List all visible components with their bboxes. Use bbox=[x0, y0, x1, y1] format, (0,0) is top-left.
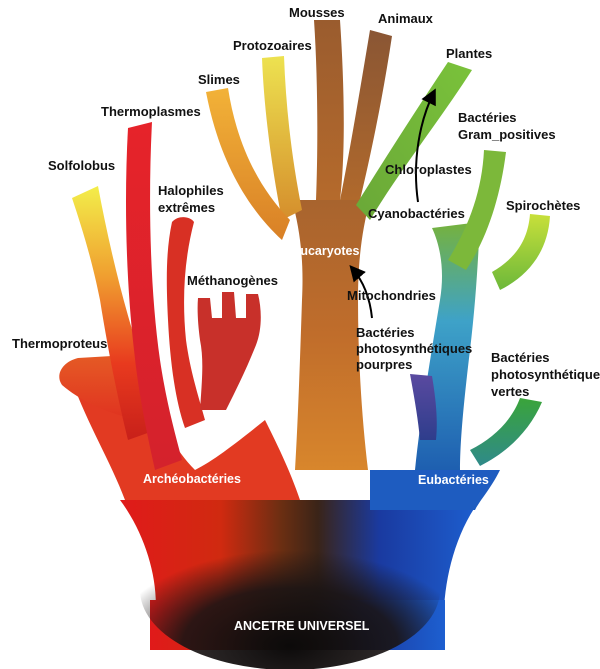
label-urcaryotes: Urcaryotes bbox=[297, 473, 363, 487]
label-methanogenes: Méthanogènes bbox=[187, 273, 279, 288]
label-animaux: Animaux bbox=[378, 11, 433, 26]
label-ancetre-universel: ANCETRE UNIVERSEL bbox=[234, 619, 370, 633]
label-eucaryotes: Eucaryotes bbox=[292, 244, 360, 258]
label-bact-vertes-2: photosynthétiques bbox=[491, 367, 600, 382]
branch-animaux bbox=[340, 30, 392, 200]
branch-vertes bbox=[470, 398, 542, 466]
label-plantes: Plantes bbox=[446, 46, 493, 61]
label-mousses: Mousses bbox=[289, 5, 345, 20]
eubacteria-lower bbox=[370, 470, 500, 510]
label-slimes: Slimes bbox=[198, 72, 240, 87]
branch-gram-positives bbox=[448, 150, 506, 270]
branch-halophiles bbox=[166, 217, 205, 428]
root-shadow bbox=[140, 510, 440, 669]
label-bact-vertes-3: vertes bbox=[491, 384, 530, 399]
branch-pourpres bbox=[410, 374, 437, 440]
branch-methanogenes bbox=[197, 292, 261, 410]
label-protozoaires: Protozoaires bbox=[233, 38, 312, 53]
label-bact-pourpres-3: pourpres bbox=[356, 357, 413, 372]
label-bact-pourpres-2: photosynthétiques bbox=[356, 341, 473, 356]
branch-slimes bbox=[206, 88, 290, 240]
branch-solfolobus bbox=[72, 186, 156, 440]
branch-protozoaires bbox=[262, 56, 302, 220]
label-archeobacteries: Archéobactéries bbox=[143, 472, 241, 486]
label-thermoplasmes: Thermoplasmes bbox=[101, 104, 201, 119]
label-eubacteries: Eubactéries bbox=[418, 473, 489, 487]
label-bact-vertes-1: Bactéries bbox=[491, 350, 550, 365]
label-spirochetes: Spirochètes bbox=[506, 198, 581, 213]
label-bact-pourpres-1: Bactéries bbox=[356, 325, 415, 340]
arrow-mitochondries bbox=[349, 264, 373, 319]
label-bacteries-gram-1: Bactéries bbox=[458, 110, 517, 125]
label-cyanobacteries: Cyanobactéries bbox=[368, 206, 465, 221]
label-bacteries-gram-2: Gram_positives bbox=[458, 127, 556, 142]
branch-thermoplasmes bbox=[126, 122, 182, 470]
label-mitochondries: Mitochondries bbox=[347, 288, 436, 303]
branch-plantes bbox=[356, 62, 472, 220]
arrow-chloroplastes bbox=[415, 88, 436, 203]
label-thermoproteus: Thermoproteus bbox=[12, 336, 108, 351]
branch-spirochetes bbox=[492, 214, 550, 290]
branch-mousses bbox=[314, 20, 344, 200]
label-solfolobus: Solfolobus bbox=[48, 158, 116, 173]
label-halophiles-1: Halophiles bbox=[158, 183, 224, 198]
label-chloroplastes: Chloroplastes bbox=[385, 162, 472, 177]
label-halophiles-2: extrêmes bbox=[158, 200, 216, 215]
